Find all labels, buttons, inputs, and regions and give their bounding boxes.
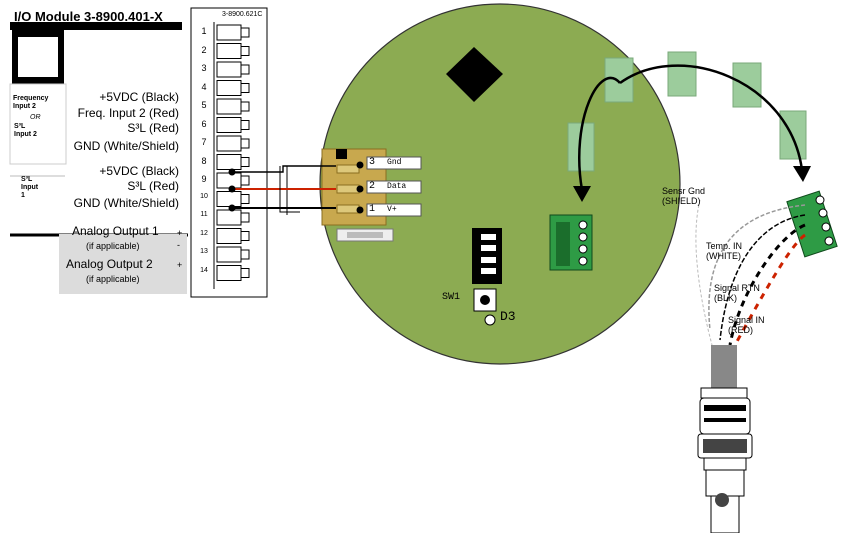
pin-number: 11 — [200, 211, 208, 218]
terminal-1-label: 1 V+ — [369, 204, 397, 215]
sensor-temp-label: Temp. IN (WHITE) — [706, 241, 743, 261]
analog-output-2-sub: (if applicable) — [86, 274, 140, 284]
pin-number: 1 — [201, 26, 207, 36]
terminal-screw — [216, 98, 242, 115]
input2-box — [9, 83, 67, 165]
terminal-3-label: 3 Gnd — [369, 157, 402, 168]
sensor-sig-label: Signal IN (RED) — [728, 315, 765, 335]
arrow-left-head — [573, 186, 591, 202]
arrow-left — [578, 76, 621, 191]
terminal-screw-tab — [240, 138, 250, 149]
terminal-screw — [216, 61, 242, 78]
analog-output-1-sub: (if applicable) — [86, 241, 140, 251]
module-top-bar — [10, 22, 182, 30]
terminal-screw-tab — [240, 268, 250, 278]
terminal-screw-tab — [240, 157, 250, 167]
input2-line-1: +5VDC (Black) — [99, 90, 179, 104]
board-diamond — [446, 47, 503, 102]
terminal-screw-tab — [240, 231, 250, 241]
sensor-body — [697, 345, 753, 533]
terminal-block-left — [549, 214, 593, 271]
terminal-screw-tab — [240, 194, 250, 204]
pin-number: 8 — [201, 155, 207, 166]
d3-label: D3 — [500, 309, 516, 324]
out2-plus: + — [177, 260, 183, 270]
terminal-screw-tab — [240, 83, 250, 93]
input1-line-3: GND (White/Shield) — [73, 196, 179, 210]
freq-input2-label: Frequency Input 2 — [13, 95, 49, 110]
terminal-screw-tab — [240, 249, 250, 260]
terminal-screw — [216, 228, 242, 244]
pin-number: 3 — [201, 63, 207, 73]
terminal-screw — [216, 172, 242, 189]
or-label: OR — [30, 114, 41, 121]
analog-output-1: Analog Output 1 — [72, 224, 159, 238]
out1-minus: - — [177, 240, 180, 250]
arrow-right-head — [793, 166, 811, 182]
sensor-rtn-label: Signal RTN (BLK) — [714, 283, 760, 303]
ghost-terminal-blocks — [567, 51, 807, 172]
module-title: I/O Module 3-8900.401-X — [14, 9, 163, 24]
out1-plus: + — [177, 228, 183, 238]
dip-switch-levers — [481, 234, 496, 274]
connector-pin-marker — [336, 149, 347, 159]
terminal-screw-tab — [240, 64, 250, 75]
terminal-screw-tab — [240, 27, 250, 38]
input2-line-2: Freq. Input 2 (Red) — [77, 106, 179, 120]
pin-number: 9 — [201, 174, 207, 184]
terminal-screw — [216, 24, 242, 41]
connector-slots — [336, 164, 360, 214]
d3-led — [484, 314, 496, 326]
analog-output-2: Analog Output 2 — [66, 257, 153, 271]
input1-line-1: +5VDC (Black) — [99, 164, 179, 178]
terminal-screws — [216, 24, 250, 281]
analog-output-panel — [59, 234, 187, 294]
terminal-screw-tab — [240, 46, 250, 56]
pin-number: 12 — [200, 229, 208, 237]
terminal-screw — [216, 135, 242, 152]
pin-number: 14 — [200, 266, 208, 274]
terminal-screw — [216, 80, 242, 96]
terminal-3-box — [366, 156, 422, 170]
pin-number: 13 — [200, 248, 208, 255]
sensor-shield-label: Sensr Gnd (SHIELD) — [662, 186, 706, 206]
pin-number: 10 — [200, 192, 208, 200]
connector-bottom-bar-inner — [347, 232, 383, 238]
wire-junctions — [228, 161, 364, 214]
sw1-label: SW1 — [442, 292, 461, 303]
circuit-board — [319, 3, 681, 365]
terminal-screw — [216, 154, 242, 170]
input2-line-3: S³L (Red) — [127, 121, 179, 135]
s3l-input1-label: S³L Input 1 — [21, 176, 39, 199]
pin-number: 4 — [201, 81, 207, 92]
terminal-screw — [216, 265, 242, 281]
pin-number: 6 — [201, 118, 207, 129]
pin-number: 7 — [201, 137, 207, 147]
terminal-2-label: 2 Data — [369, 181, 407, 192]
pin-number: 5 — [201, 100, 207, 110]
arrow-right — [619, 64, 804, 171]
terminal-screw — [216, 191, 242, 207]
terminal-2-box — [366, 180, 422, 194]
terminal-screw-tab — [240, 175, 250, 186]
terminal-screw-tab — [240, 212, 250, 223]
terminal-block-right — [786, 190, 838, 258]
terminal-screw — [216, 209, 242, 226]
terminal-screw-tab — [240, 101, 250, 112]
part-number: 3-8900.621C — [222, 11, 263, 18]
s3l-input2-label: S³L Input 2 — [14, 123, 37, 138]
signal-wires — [232, 165, 336, 215]
terminal-screw — [216, 246, 242, 263]
pin-number: 2 — [201, 44, 207, 55]
module-window — [18, 37, 58, 77]
input1-line-2: S³L (Red) — [127, 179, 179, 193]
terminal-1-box — [366, 203, 422, 217]
sensor-wires — [695, 199, 806, 346]
terminal-screw — [216, 43, 242, 59]
sw1-button-cap — [480, 295, 490, 305]
terminal-screw-tab — [240, 120, 250, 130]
terminal-screw — [216, 117, 242, 133]
input2-line-4: GND (White/Shield) — [73, 139, 179, 153]
